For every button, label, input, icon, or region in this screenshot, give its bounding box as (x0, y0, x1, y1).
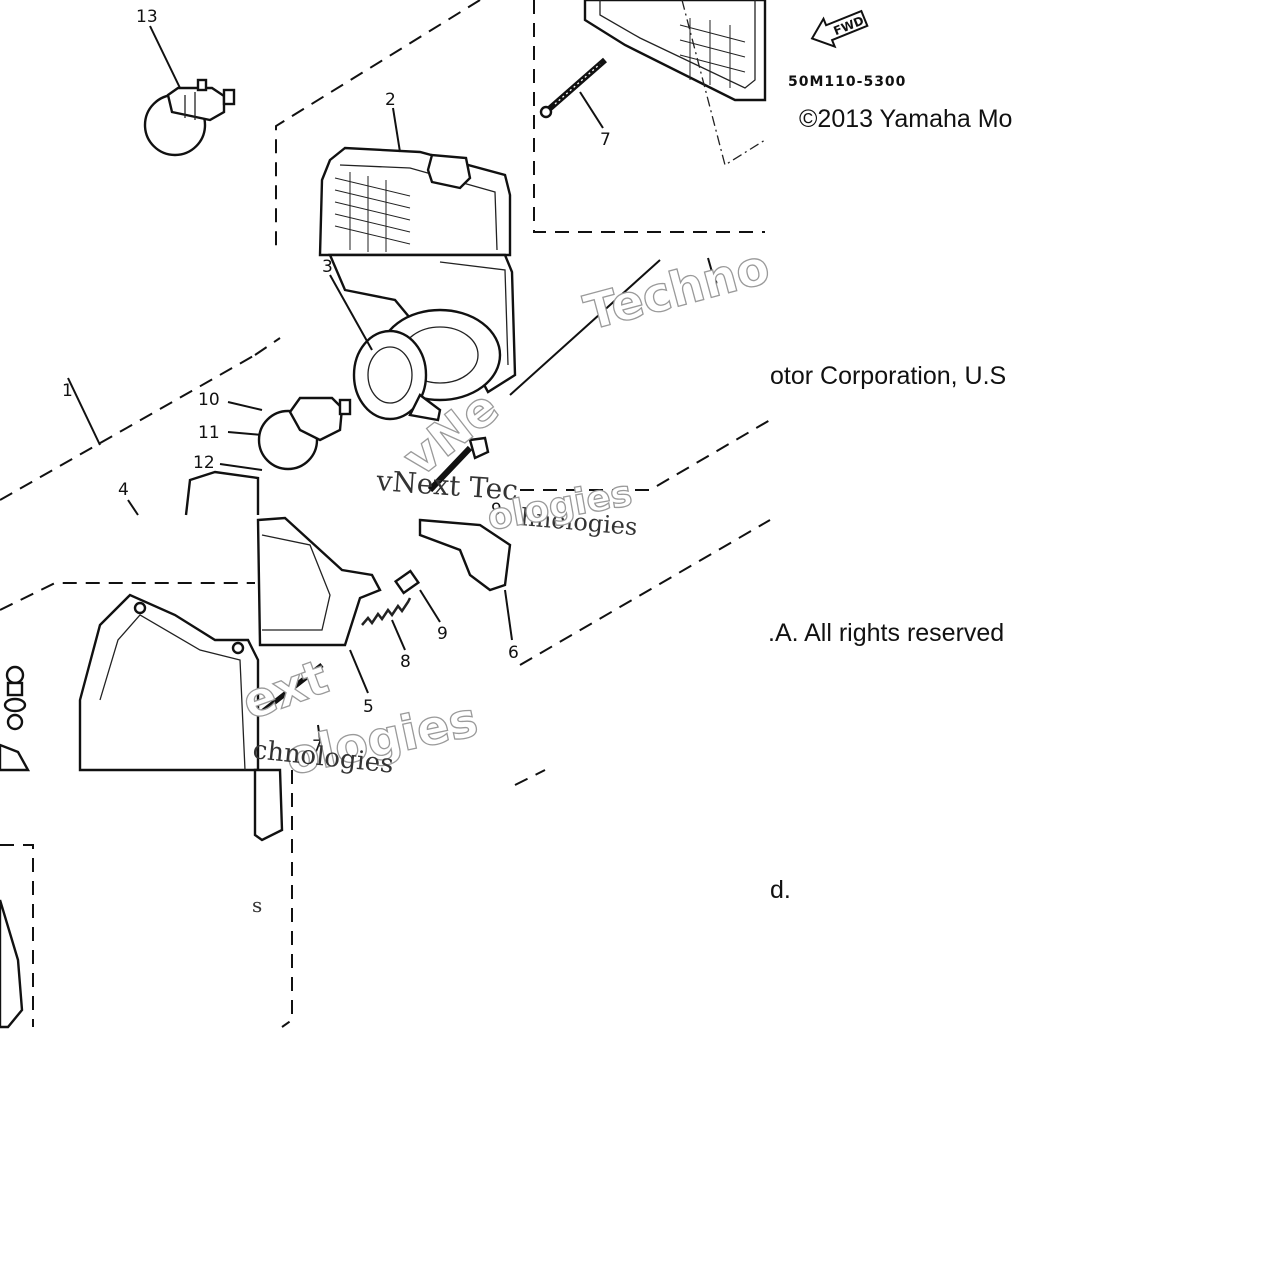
bolt-9-upper (427, 436, 490, 493)
copyright-fragment-2: otor Corporation, U.S (770, 362, 1006, 390)
callout-1: 1 (62, 381, 73, 401)
leader-12 (219, 463, 263, 471)
leader-13 (149, 25, 181, 89)
copyright-fragment-1: ©2013 Yamaha Mo (799, 105, 1012, 133)
tile-middle-center: 3 9 vNe vNext Tec (254, 253, 519, 520)
tile-top-right: 7 FWD 50M110-5300 ©2013 Yamaha Mo (533, 0, 1088, 233)
tile-lower-left (0, 582, 260, 772)
leader-11 (227, 431, 263, 436)
callout-8: 8 (400, 652, 411, 672)
leader-3 (329, 274, 373, 351)
copyright-fragment-4: d. (770, 876, 791, 904)
leader-5 (349, 649, 369, 694)
copyright-fragment-3: .A. All rights reserved (768, 619, 1004, 647)
callout-4-middle: 4 (118, 480, 129, 500)
tile-lower-right: .A. All rights reserved d. (768, 612, 1088, 904)
assembly-boundary (275, 0, 481, 250)
callout-7-top: 7 (600, 130, 611, 150)
assembly-boundary-6 (519, 519, 771, 666)
adjusting-screw-7 (539, 57, 607, 119)
callout-3: 3 (322, 257, 333, 277)
adjusting-screw-7-lower (260, 663, 324, 714)
nut-9 (393, 569, 421, 595)
watermark-fragment-s: s (252, 893, 262, 917)
callout-9: 9 (437, 624, 448, 644)
drawing-code: 50M110-5300 (788, 74, 906, 90)
assembly-boundary-2 (533, 0, 765, 233)
fwd-arrow-icon: FWD (810, 9, 869, 49)
assembly-boundary-8 (0, 844, 34, 1027)
leader-7 (317, 724, 321, 741)
headlight-lens (583, 0, 767, 102)
leader-7-top (579, 91, 604, 129)
headlight-body-fragment (184, 470, 260, 516)
tile-lower-center: 8 9 7 5 6 ext ologies chnologies ologies… (234, 473, 771, 787)
lens-grid (334, 172, 411, 252)
callout-7: 7 (312, 737, 323, 757)
watermark-techno: Techno (579, 239, 776, 342)
spring-8 (361, 597, 412, 626)
assembly-boundary-4 (520, 419, 771, 491)
leader-10 (227, 401, 263, 411)
bulb-socket-3 (352, 308, 502, 422)
assembly-boundary-5 (0, 582, 255, 611)
headlight-bulb-13 (143, 78, 236, 157)
bulb-10-11 (257, 396, 352, 471)
callout-12: 12 (193, 453, 215, 473)
leader-1 (67, 377, 101, 446)
callout-9-upper: 9 (491, 500, 502, 520)
leader-8 (391, 619, 406, 651)
callout-5: 5 (363, 697, 374, 717)
bolt-washer-stack (3, 665, 27, 731)
tile-bottom-left: s (0, 768, 293, 1029)
headlight-unit-2 (318, 146, 512, 257)
callout-10: 10 (198, 390, 220, 410)
callout-11: 11 (198, 423, 220, 443)
callout-2: 2 (385, 90, 396, 110)
leader-2 (392, 107, 401, 153)
assembly-boundary-3 (0, 354, 256, 501)
callout-8-upper: 8 (708, 277, 719, 297)
callout-6: 6 (508, 643, 519, 663)
assembly-boundary-7 (281, 770, 293, 1028)
leader-9 (419, 589, 441, 623)
tile-top-left: 13 2 (136, 0, 512, 257)
leader-6 (504, 589, 513, 641)
callout-13: 13 (136, 7, 158, 27)
tile-middle-left: 1 10 11 12 4 (0, 354, 263, 516)
leader-8-upper (707, 257, 713, 273)
mounting-bracket (78, 593, 260, 772)
